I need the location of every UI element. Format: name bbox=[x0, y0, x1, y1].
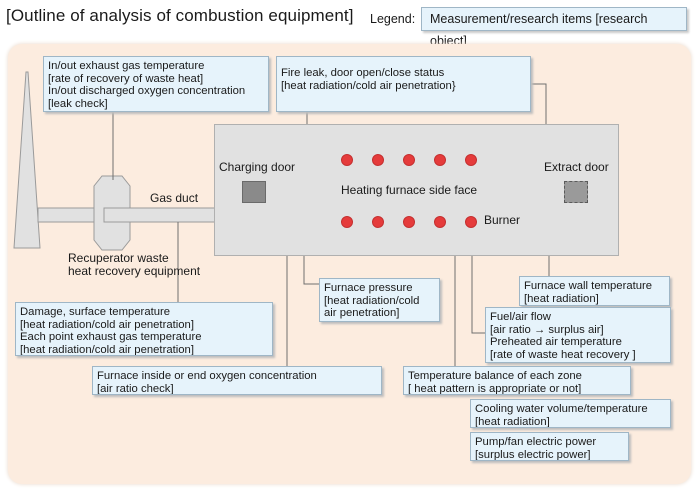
burner-top-2 bbox=[372, 154, 384, 166]
box-furnace-wall: Furnace wall temperature[heat radiation] bbox=[519, 276, 670, 306]
heating-furnace bbox=[214, 124, 619, 256]
burner-bottom-1 bbox=[341, 216, 353, 228]
gas-duct-label: Gas duct bbox=[150, 191, 199, 205]
furnace-face-label: Heating furnace side face bbox=[341, 183, 478, 197]
box-fuel-air: Fuel/air flow[air ratio → surplus air]Pr… bbox=[485, 307, 671, 363]
recuperator-label-2: heat recovery equipment bbox=[68, 264, 201, 278]
burner-bottom-4 bbox=[434, 216, 446, 228]
extract-door-label: Extract door bbox=[544, 160, 609, 174]
chimney bbox=[13, 71, 41, 249]
box-temperature-balance: Temperature balance of each zone[ heat p… bbox=[403, 366, 631, 395]
burner-top-1 bbox=[341, 154, 353, 166]
charging-door-label: Charging door bbox=[219, 160, 296, 174]
box-exhaust-gas: In/out exhaust gas temperature[rate of r… bbox=[43, 56, 269, 112]
burner-top-4 bbox=[434, 154, 446, 166]
leader-fuel-air bbox=[471, 228, 488, 334]
legend-label: Legend: bbox=[370, 12, 416, 26]
burner-top-5 bbox=[465, 154, 477, 166]
burner-bottom-3 bbox=[403, 216, 415, 228]
leader-furnace-pressure bbox=[303, 256, 322, 285]
box-oxygen-concentration: Furnace inside or end oxygen concentrati… bbox=[92, 366, 382, 395]
chimney-duct bbox=[37, 207, 101, 223]
charging-door-shape bbox=[242, 181, 266, 203]
burner-bottom-2 bbox=[372, 216, 384, 228]
burner-top-3 bbox=[403, 154, 415, 166]
gas-duct-shape bbox=[103, 207, 216, 223]
legend-box: Measurement/research items [research obj… bbox=[421, 7, 687, 48]
box-damage-surface: Damage, surface temperature[heat radiati… bbox=[15, 302, 273, 356]
box-fire-leak: Fire leak, door open/close status[heat r… bbox=[276, 56, 531, 112]
box-pump-fan: Pump/fan electric power[surplus electric… bbox=[470, 432, 629, 461]
burner-label: Burner bbox=[484, 213, 521, 227]
box-cooling-water: Cooling water volume/temperature[heat ra… bbox=[470, 399, 671, 428]
leader-extract bbox=[531, 83, 547, 124]
burner-bottom-5 bbox=[465, 216, 477, 228]
recuperator-label-1: Recuperator waste bbox=[68, 251, 169, 265]
extract-door-shape bbox=[564, 181, 588, 203]
diagram-title: [Outline of analysis of combustion equip… bbox=[6, 6, 354, 25]
